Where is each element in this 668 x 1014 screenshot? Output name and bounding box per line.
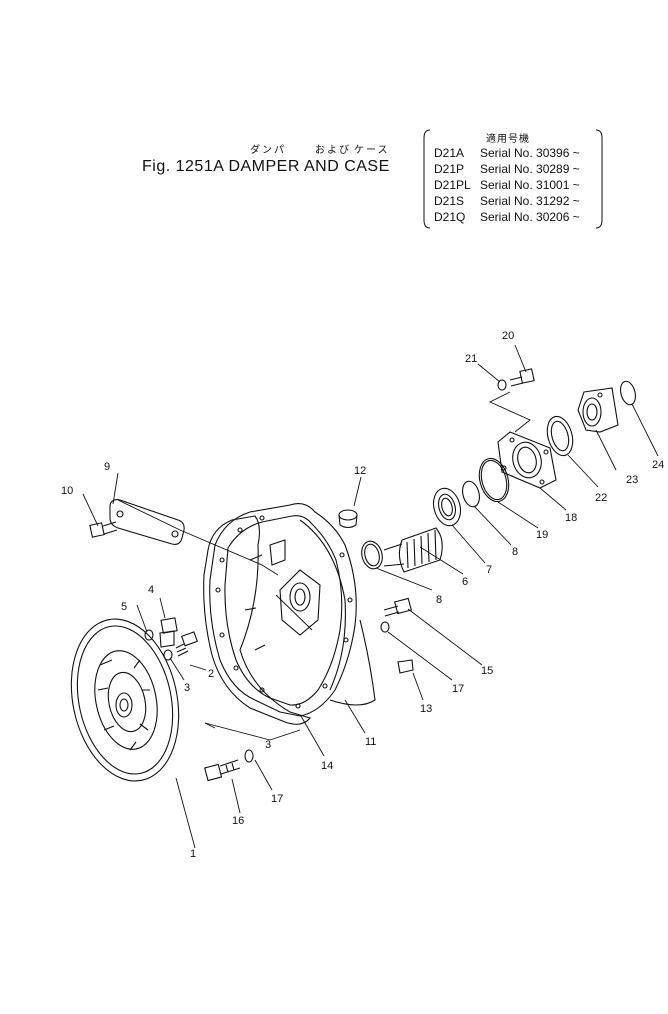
plug-13 — [397, 659, 414, 674]
callout-24: 24 — [652, 459, 664, 471]
figure-title: Fig. 1251A DAMPER AND CASE — [142, 158, 390, 175]
callout-17a: 17 — [452, 683, 464, 695]
washer-21 — [497, 379, 507, 391]
gasket — [203, 515, 311, 725]
bracket-lines — [423, 129, 603, 229]
kana-case: ケース — [354, 145, 390, 156]
coupling-23 — [577, 387, 619, 433]
callout-9: 9 — [104, 461, 110, 473]
bolt-16 — [204, 759, 241, 782]
callout-2: 2 — [208, 668, 214, 680]
bolt-4 — [159, 617, 178, 648]
o-ring-19 — [478, 457, 510, 503]
bolt-2 — [175, 631, 198, 657]
callout-17b: 17 — [271, 793, 283, 805]
kana-damper: ダンパ — [250, 145, 286, 156]
cover-plate — [109, 499, 185, 545]
callout-18: 18 — [565, 512, 577, 524]
callout-8a: 8 — [436, 594, 442, 606]
callout-11: 11 — [365, 736, 376, 748]
callout-7: 7 — [486, 564, 492, 576]
snap-ring-8a — [361, 540, 383, 570]
callout-5: 5 — [121, 601, 127, 613]
callout-14: 14 — [321, 760, 333, 772]
callout-23: 23 — [626, 474, 638, 486]
applicability-heading: 適用号機 — [486, 134, 530, 145]
callout-12: 12 — [354, 465, 366, 477]
washer-17b — [244, 749, 254, 763]
callout-4: 4 — [148, 584, 154, 596]
callout-16: 16 — [232, 815, 244, 827]
flywheel-case — [209, 503, 376, 717]
callout-1: 1 — [190, 848, 196, 860]
kana-and: および — [315, 145, 351, 156]
callout-22: 22 — [595, 492, 607, 504]
callout-10: 10 — [61, 485, 73, 497]
washer-17a — [380, 621, 390, 633]
callout-3b: 3 — [265, 739, 271, 751]
callout-13: 13 — [420, 703, 432, 715]
o-ring-24 — [620, 380, 636, 406]
plug-12 — [338, 509, 358, 529]
snap-ring-8b — [462, 480, 480, 508]
damper-disc — [70, 618, 180, 782]
callout-3: 3 — [184, 682, 190, 694]
callout-6: 6 — [462, 576, 468, 588]
callout-21: 21 — [465, 353, 477, 365]
bearing-cage-18 — [497, 431, 557, 489]
bolt-20 — [509, 368, 535, 387]
bolt-15 — [383, 597, 412, 617]
callout-15: 15 — [481, 665, 493, 677]
bearing-7 — [432, 487, 462, 527]
callout-19: 19 — [536, 529, 548, 541]
washer-3 — [163, 649, 173, 661]
washer-5 — [144, 629, 154, 641]
callout-20: 20 — [502, 330, 514, 342]
shaft — [383, 527, 443, 573]
case-holes — [215, 515, 353, 709]
callout-8b: 8 — [512, 546, 518, 558]
bolt-10 — [89, 521, 118, 538]
oil-seal-22 — [546, 415, 574, 457]
